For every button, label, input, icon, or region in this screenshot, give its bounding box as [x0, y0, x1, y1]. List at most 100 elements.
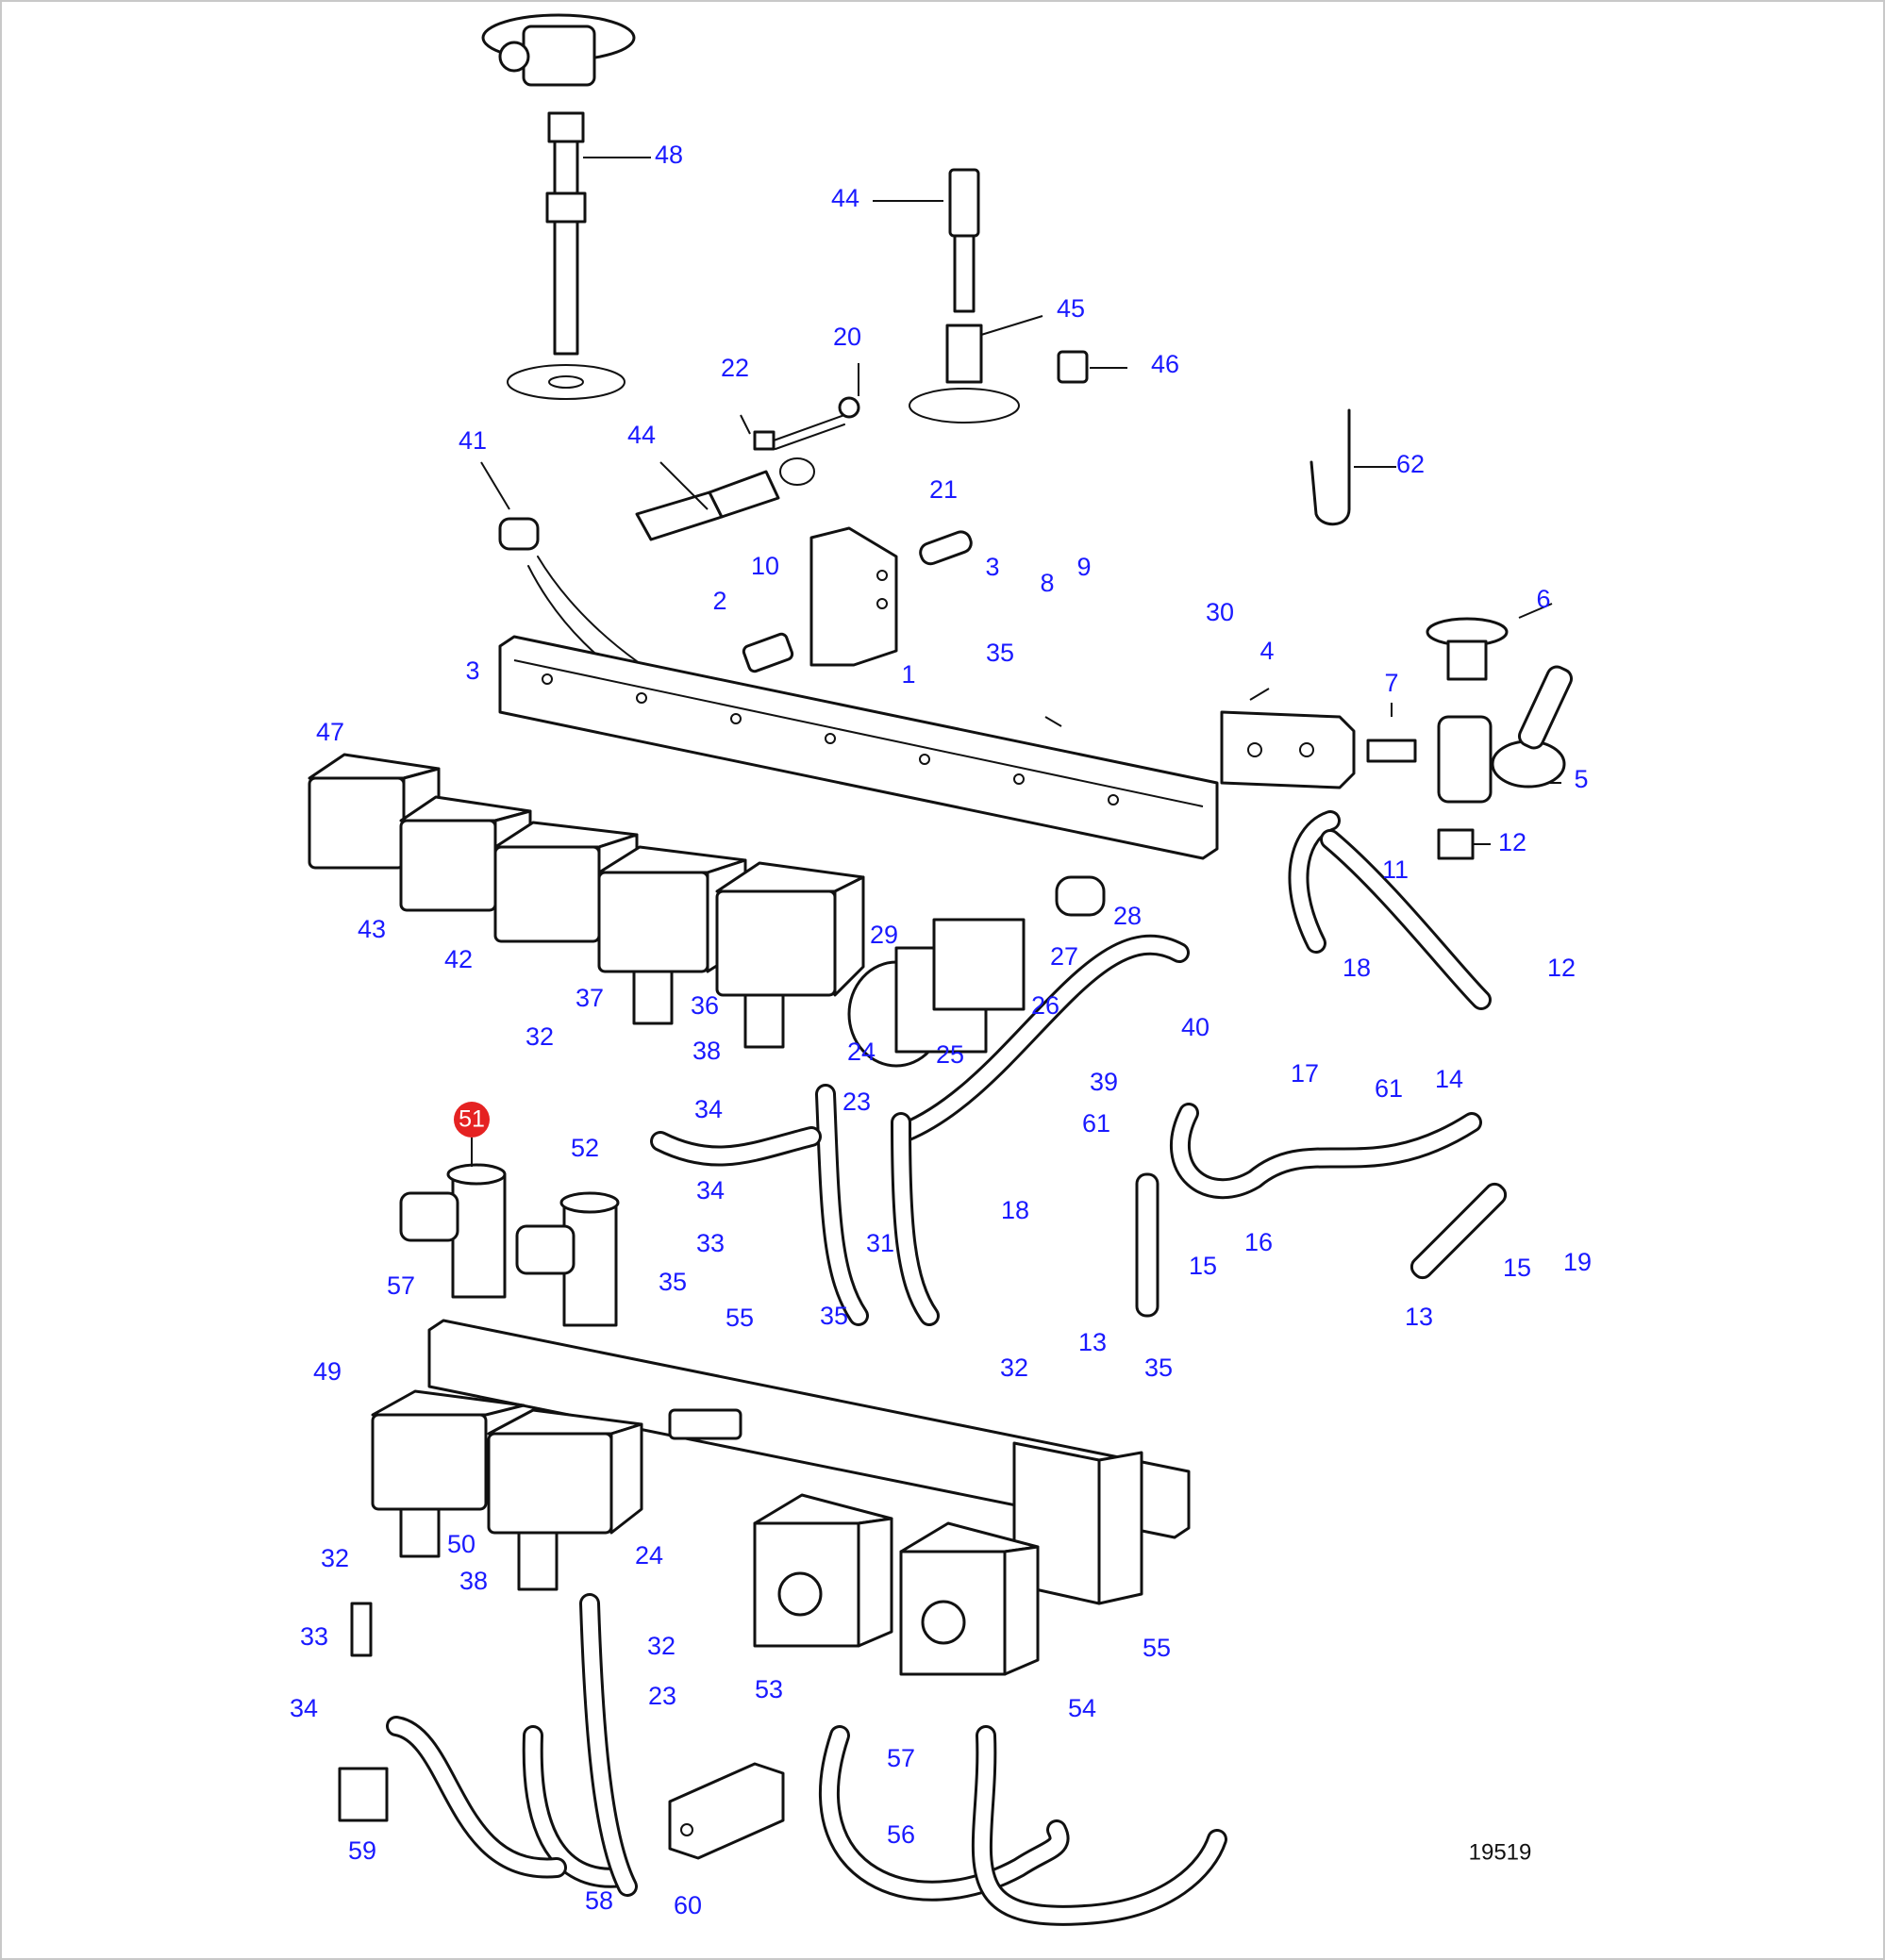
part-label-55: 55	[1143, 1634, 1171, 1662]
part-label-45: 45	[1057, 294, 1085, 323]
part-label-43: 43	[358, 915, 386, 943]
part-label-12: 12	[1547, 954, 1576, 982]
part-label-56: 56	[887, 1820, 915, 1849]
shutoff-valve-5-6	[1426, 617, 1574, 804]
part-label-25: 25	[936, 1040, 964, 1069]
pipe-fitting-44-top	[909, 168, 1089, 424]
part-label-37: 37	[576, 984, 604, 1012]
highlighted-part-badge[interactable]: 51	[454, 1102, 490, 1138]
part-label-12: 12	[1498, 828, 1526, 856]
part-label-48: 48	[655, 141, 683, 169]
part-label-53: 53	[755, 1675, 783, 1703]
part-label-32: 32	[321, 1544, 349, 1572]
part-label-33: 33	[300, 1622, 328, 1651]
part-label-28: 28	[1113, 902, 1142, 930]
pressure-switch-49	[371, 1389, 525, 1558]
part-label-18: 18	[1001, 1196, 1029, 1224]
part-label-47: 47	[316, 718, 344, 746]
hoses	[386, 810, 1492, 1926]
part-label-38: 38	[692, 1037, 721, 1065]
label-leader-lines	[480, 157, 1561, 845]
part-label-7: 7	[1384, 669, 1398, 697]
solenoid-valve-52	[515, 1191, 620, 1327]
part-label-41: 41	[459, 426, 487, 455]
part-label-8: 8	[1040, 569, 1054, 597]
part-label-35: 35	[820, 1302, 848, 1330]
part-label-52: 52	[571, 1134, 599, 1162]
part-label-35: 35	[1144, 1354, 1173, 1382]
spacer-21	[919, 530, 973, 566]
part-label-15: 15	[1189, 1252, 1217, 1280]
temperature-sensor-48	[481, 13, 636, 400]
part-label-11: 11	[1382, 855, 1409, 884]
drawing-reference-number: 19519	[1469, 1839, 1532, 1865]
part-label-30: 30	[1206, 598, 1234, 626]
part-label-34: 34	[696, 1176, 725, 1204]
part-label-33: 33	[696, 1229, 725, 1257]
part-label-3: 3	[985, 553, 999, 581]
part-label-21: 21	[929, 475, 958, 504]
main-rail-1	[498, 635, 1219, 860]
highlight-circle[interactable]	[454, 1102, 490, 1138]
manifold-block-53	[753, 1493, 893, 1648]
part-label-57: 57	[887, 1744, 915, 1772]
part-label-13: 13	[1405, 1303, 1433, 1331]
part-label-57: 57	[387, 1271, 415, 1300]
part-label-42: 42	[444, 945, 473, 973]
part-label-60: 60	[674, 1891, 702, 1919]
part-label-23: 23	[842, 1088, 871, 1116]
part-label-32: 32	[647, 1632, 676, 1660]
bolt-22	[753, 396, 860, 451]
part-label-6: 6	[1536, 585, 1550, 613]
part-label-32: 32	[1000, 1354, 1028, 1382]
part-label-34: 34	[290, 1694, 318, 1722]
part-label-15: 15	[1503, 1254, 1531, 1282]
part-label-31: 31	[866, 1229, 894, 1257]
part-label-61: 61	[1082, 1109, 1110, 1138]
part-label-20: 20	[833, 323, 861, 351]
part-label-5: 5	[1574, 765, 1588, 793]
part-label-58: 58	[585, 1886, 613, 1915]
valve-block-4	[1220, 710, 1356, 789]
part-label-14: 14	[1435, 1065, 1463, 1093]
part-label-9: 9	[1076, 553, 1091, 581]
solenoid-valve-51	[399, 1163, 507, 1299]
part-label-35: 35	[659, 1268, 687, 1296]
part-label-24: 24	[847, 1038, 876, 1066]
pipe-fitting-44-mid	[635, 457, 815, 541]
part-label-36: 36	[691, 991, 719, 1020]
part-label-2: 2	[712, 587, 726, 615]
pressure-switch-36	[715, 861, 865, 1049]
part-label-13: 13	[1078, 1328, 1107, 1356]
part-label-44: 44	[831, 184, 859, 212]
part-label-19: 19	[1563, 1248, 1592, 1276]
part-label-22: 22	[721, 354, 749, 382]
parts-drawing	[308, 13, 1574, 1926]
part-label-32: 32	[525, 1022, 554, 1051]
part-label-40: 40	[1181, 1013, 1209, 1041]
part-label-39: 39	[1090, 1068, 1118, 1096]
part-label-38: 38	[459, 1567, 488, 1595]
strap-15-left	[1135, 1172, 1159, 1318]
part-label-24: 24	[635, 1541, 663, 1570]
strap-15-right	[1410, 1182, 1508, 1280]
part-label-3: 3	[465, 656, 479, 685]
nipple-7	[1366, 739, 1417, 763]
part-label-26: 26	[1031, 991, 1059, 1020]
manifold-block-54	[899, 1521, 1040, 1676]
part-label-35: 35	[986, 639, 1014, 667]
part-label-62: 62	[1396, 450, 1425, 478]
part-label-4: 4	[1259, 637, 1274, 665]
elbow-12-upper	[1437, 828, 1475, 860]
pressure-switch-50	[487, 1408, 643, 1591]
part-label-27: 27	[1050, 942, 1078, 971]
highlighted-part-label[interactable]: 51	[459, 1106, 485, 1133]
part-label-23: 23	[648, 1682, 676, 1710]
part-label-29: 29	[870, 921, 898, 949]
bracket-10	[809, 526, 898, 667]
part-label-61: 61	[1375, 1074, 1403, 1103]
part-label-46: 46	[1151, 350, 1179, 378]
